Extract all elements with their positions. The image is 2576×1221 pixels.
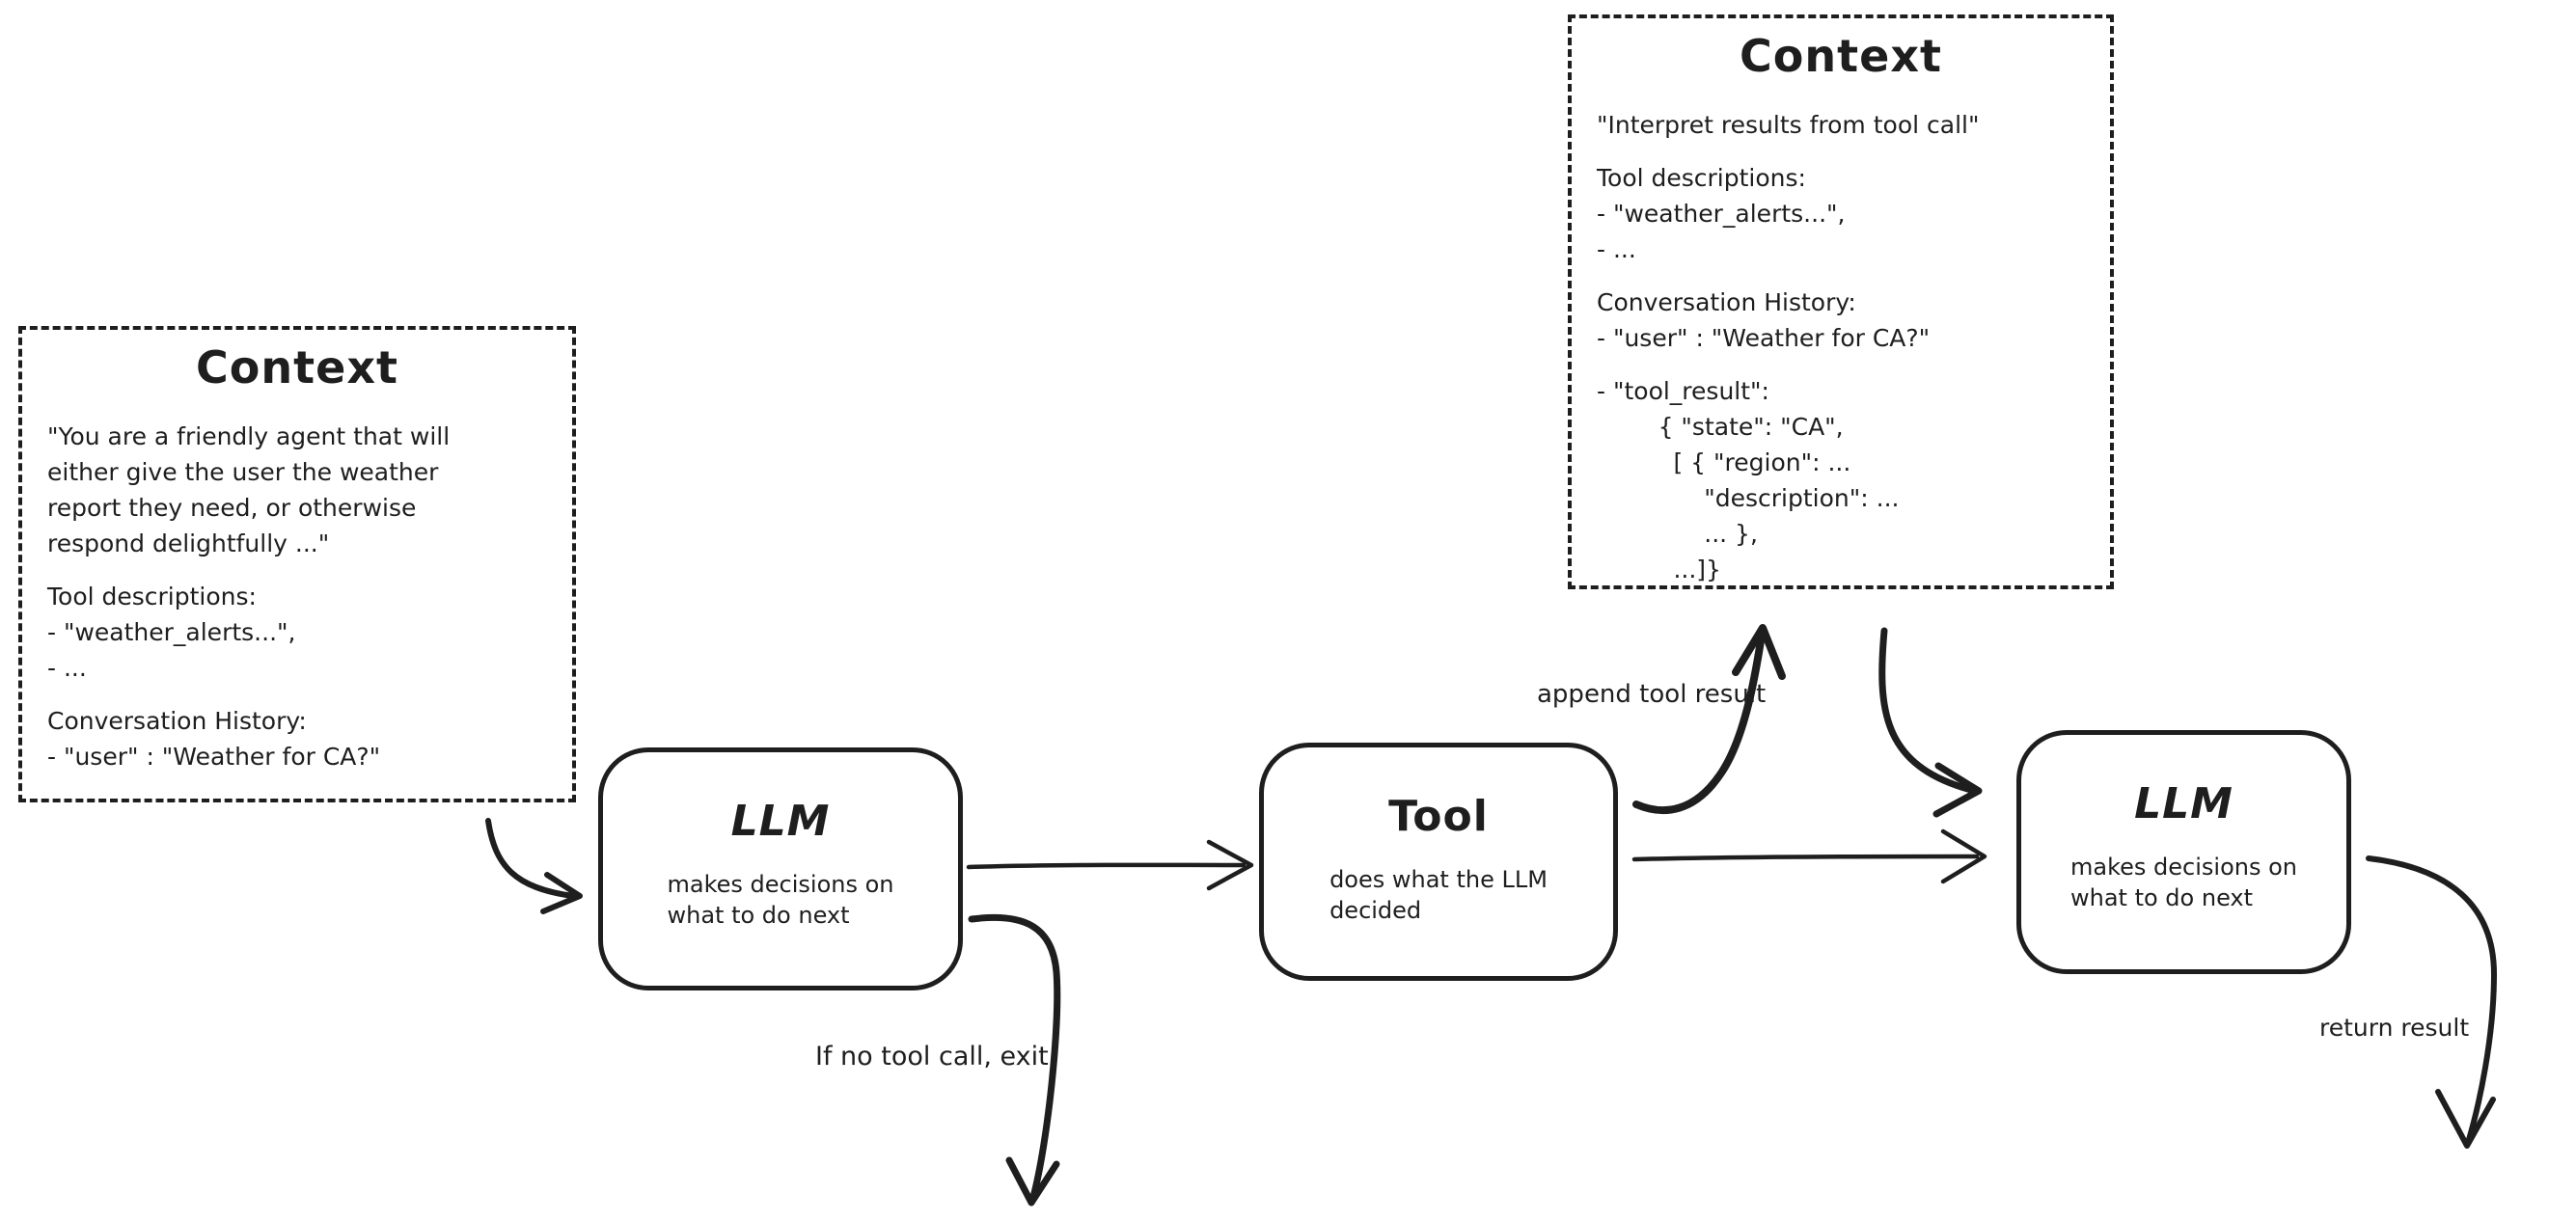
llm-2-title: LLM <box>2134 779 2233 828</box>
context-right-body: "Interpret results from tool call"Tool d… <box>1597 111 1980 583</box>
llm-1-title: LLM <box>730 797 831 846</box>
context-box-left: Context "You are a friendly agent that w… <box>18 326 576 802</box>
arrow-context-left-to-llm1 <box>485 818 583 914</box>
context-right-title: Context <box>1740 30 1942 82</box>
append-tool-result-label: append tool result <box>1537 680 1767 709</box>
arrow-llm1-to-tool <box>966 839 1254 891</box>
arrow-context-right-to-llm2 <box>1878 627 1983 818</box>
context-left-title: Context <box>196 341 398 393</box>
arrow-tool-to-context-right <box>1632 624 1786 814</box>
arrow-llm2-return <box>2366 855 2497 1149</box>
return-result-label: return result <box>2319 1014 2470 1042</box>
if-no-tool-call-exit-label: If no tool call, exit <box>815 1042 1049 1072</box>
tool-title: Tool <box>1388 792 1489 841</box>
context-box-right: Context "Interpret results from tool cal… <box>1568 14 2114 589</box>
arrow-tool-to-llm2 <box>1631 828 1987 884</box>
